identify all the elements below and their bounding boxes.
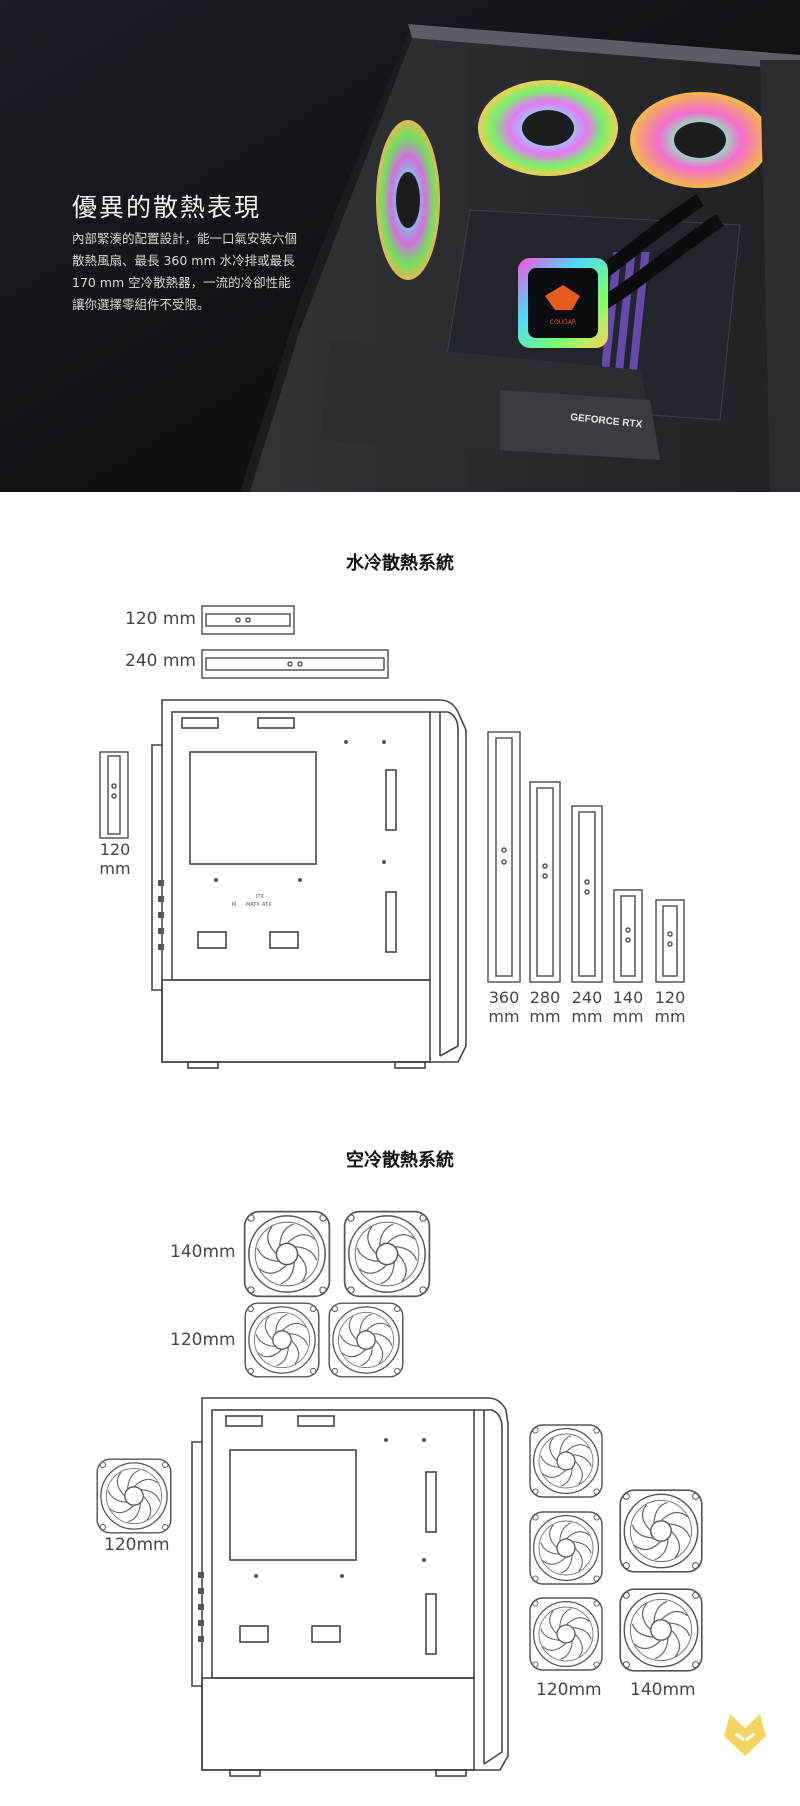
water-cooling-title: 水冷散熱系統 (346, 553, 454, 574)
rear-rad-size: 120 (99, 840, 131, 859)
hero-image: COUGAR GEFORCE RTX (0, 0, 800, 492)
front-rad-unit: mm (571, 1007, 603, 1026)
board-itx-mark: ITX (256, 894, 265, 900)
front-rad-size: 240 (571, 988, 603, 1007)
top-rad-120-label: 120 mm (125, 609, 196, 629)
front-rad-size: 280 (529, 988, 561, 1007)
front-rad-140-label: 140 mm (606, 988, 650, 1026)
front-rad-360-label: 360 mm (482, 988, 526, 1026)
board-matx-mark: MATX (246, 902, 260, 908)
hero-banner: COUGAR GEFORCE RTX 優異的散熱表現 內部緊湊的配置設計，能一口… (0, 0, 800, 492)
front-rad-size: 360 (488, 988, 520, 1007)
rear-rad-label: 120 mm (90, 840, 140, 878)
water-cooling-drawing: M MATX ATX ITX (99, 605, 685, 1069)
front-rad-unit: mm (488, 1007, 520, 1026)
front-rad-120-label: 120 mm (648, 988, 692, 1026)
front-fan-120-label: 120mm (536, 1680, 602, 1700)
front-fan-140-a (619, 1489, 703, 1573)
front-rad-unit: mm (529, 1007, 561, 1026)
water-cooling-diagram: 120 mm 240 mm (90, 605, 692, 1069)
front-rad-size: 140 (612, 988, 644, 1007)
top-fan-120-a (244, 1302, 320, 1378)
board-m-mark: M (232, 902, 236, 908)
rear-rad-unit: mm (99, 859, 131, 878)
front-rad-unit: mm (654, 1007, 686, 1026)
front-fan-140-label: 140mm (630, 1680, 696, 1700)
cooler-brand: COUGAR (550, 319, 576, 326)
top-fan-140-b (343, 1210, 431, 1298)
top-fan-120-label: 120mm (170, 1330, 236, 1350)
front-fan-120-c (529, 1597, 603, 1671)
front-rad-240-label: 240 mm (565, 988, 609, 1026)
hero-description: 內部緊湊的配置設計，能一口氣安裝六個散熱風扇、最長 360 mm 水冷排或最長 … (72, 231, 298, 312)
top-fan-140-a (243, 1210, 331, 1298)
hero-title: 優異的散熱表現 (72, 193, 262, 222)
rear-fan (96, 1458, 172, 1534)
front-fan-120-a (529, 1424, 603, 1498)
air-cooling-title: 空冷散熱系統 (346, 1150, 454, 1171)
board-atx-mark: ATX (262, 902, 272, 908)
top-fan-120-b (328, 1302, 404, 1378)
front-rad-unit: mm (612, 1007, 644, 1026)
rear-fan-label: 120mm (104, 1535, 170, 1555)
top-rad-240-label: 240 mm (125, 651, 196, 671)
top-fan-140-label: 140mm (170, 1242, 236, 1262)
front-rad-size: 120 (654, 988, 686, 1007)
front-fan-140-b (619, 1588, 703, 1672)
front-rad-280-label: 280 mm (523, 988, 567, 1026)
inpad-logo (724, 1714, 766, 1756)
front-fan-120-b (529, 1511, 603, 1585)
